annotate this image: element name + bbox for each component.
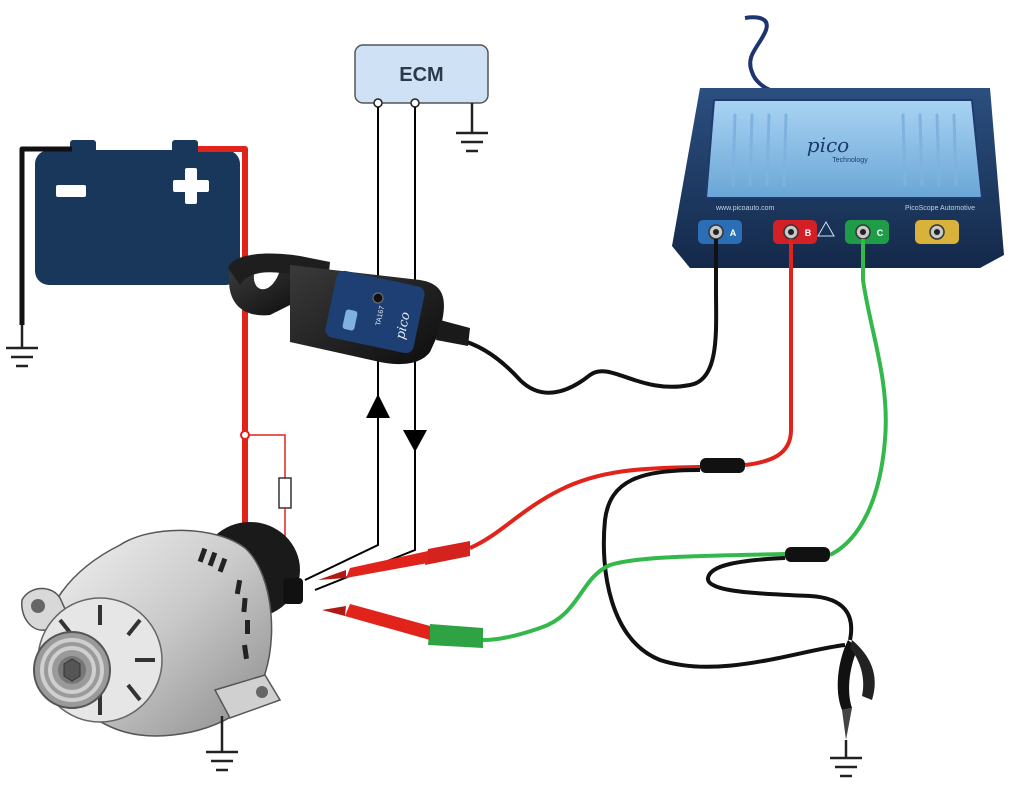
ground-symbol-ecm <box>456 103 488 153</box>
channel-c-ground-lead <box>706 556 854 641</box>
channel-c-splitter <box>785 547 830 562</box>
crocodile-clip[interactable] <box>837 640 875 740</box>
ground-symbol-clip <box>830 740 862 778</box>
channel-c-probe-lead <box>482 552 786 642</box>
ground-symbol-battery <box>6 325 38 368</box>
usb-cable <box>744 15 771 92</box>
red-back-probe[interactable] <box>318 541 470 580</box>
clamp-jaw-top <box>228 253 330 285</box>
scope-model: PicoScope Automotive <box>905 205 975 212</box>
channel-c-connector[interactable]: C <box>845 220 889 244</box>
battery-minus-icon <box>56 185 86 197</box>
picoscope-unit: pico Technology www.picoauto.com PicoSco… <box>672 88 1004 268</box>
channel-d-connector[interactable] <box>915 220 959 244</box>
channel-b-lead <box>744 239 793 467</box>
scope-top-panel <box>704 99 984 199</box>
channel-b-splitter <box>700 458 745 473</box>
alternator-mount-foot <box>213 674 282 719</box>
channel-c-letter: C <box>877 228 884 238</box>
channel-a-lead <box>459 239 719 395</box>
alternator-vents <box>197 547 250 660</box>
channel-b-connector[interactable]: B <box>773 220 817 244</box>
clamp-range-switch[interactable] <box>342 309 358 331</box>
scope-sub-brand: Technology <box>832 157 868 164</box>
arrow-down-icon <box>403 430 427 452</box>
scope-website: www.picoauto.com <box>715 205 775 212</box>
ground-symbol-alternator <box>206 716 238 772</box>
clamp-zero-button[interactable] <box>372 292 384 304</box>
clamp-brand: pico <box>393 311 413 341</box>
scope-panel-ribs <box>731 113 958 187</box>
battery <box>35 140 240 285</box>
channel-c-lead <box>829 239 888 557</box>
channel-b-probe-lead <box>469 465 701 550</box>
clamp-jaw <box>229 270 300 316</box>
scope-brand: pico <box>807 133 849 157</box>
clamp-model: TA167 <box>375 305 386 326</box>
alternator-pulley-nut <box>63 658 81 682</box>
ecm: ECM <box>354 44 489 153</box>
battery-positive-cable <box>198 146 248 530</box>
alternator-terminal-stud <box>283 578 303 604</box>
fuse-icon <box>278 477 292 509</box>
battery-plus-icon <box>173 168 209 204</box>
ecm-box <box>354 44 489 104</box>
current-clamp[interactable]: TA167 pico <box>228 253 470 365</box>
battery-ground-cable <box>19 146 72 325</box>
channel-b-letter: B <box>805 228 812 238</box>
clamp-strain-relief <box>436 320 470 346</box>
channel-a-letter: A <box>730 228 737 238</box>
warning-icon <box>817 220 835 237</box>
arrow-up-icon <box>366 394 390 418</box>
channel-b-ground-lead <box>601 468 846 669</box>
battery-body <box>35 150 240 285</box>
channel-a-connector[interactable]: A <box>698 220 742 244</box>
alternator <box>21 522 303 737</box>
clamp-label-panel <box>325 270 425 354</box>
green-back-probe[interactable] <box>322 604 483 648</box>
ecm-label: ECM <box>399 64 443 86</box>
